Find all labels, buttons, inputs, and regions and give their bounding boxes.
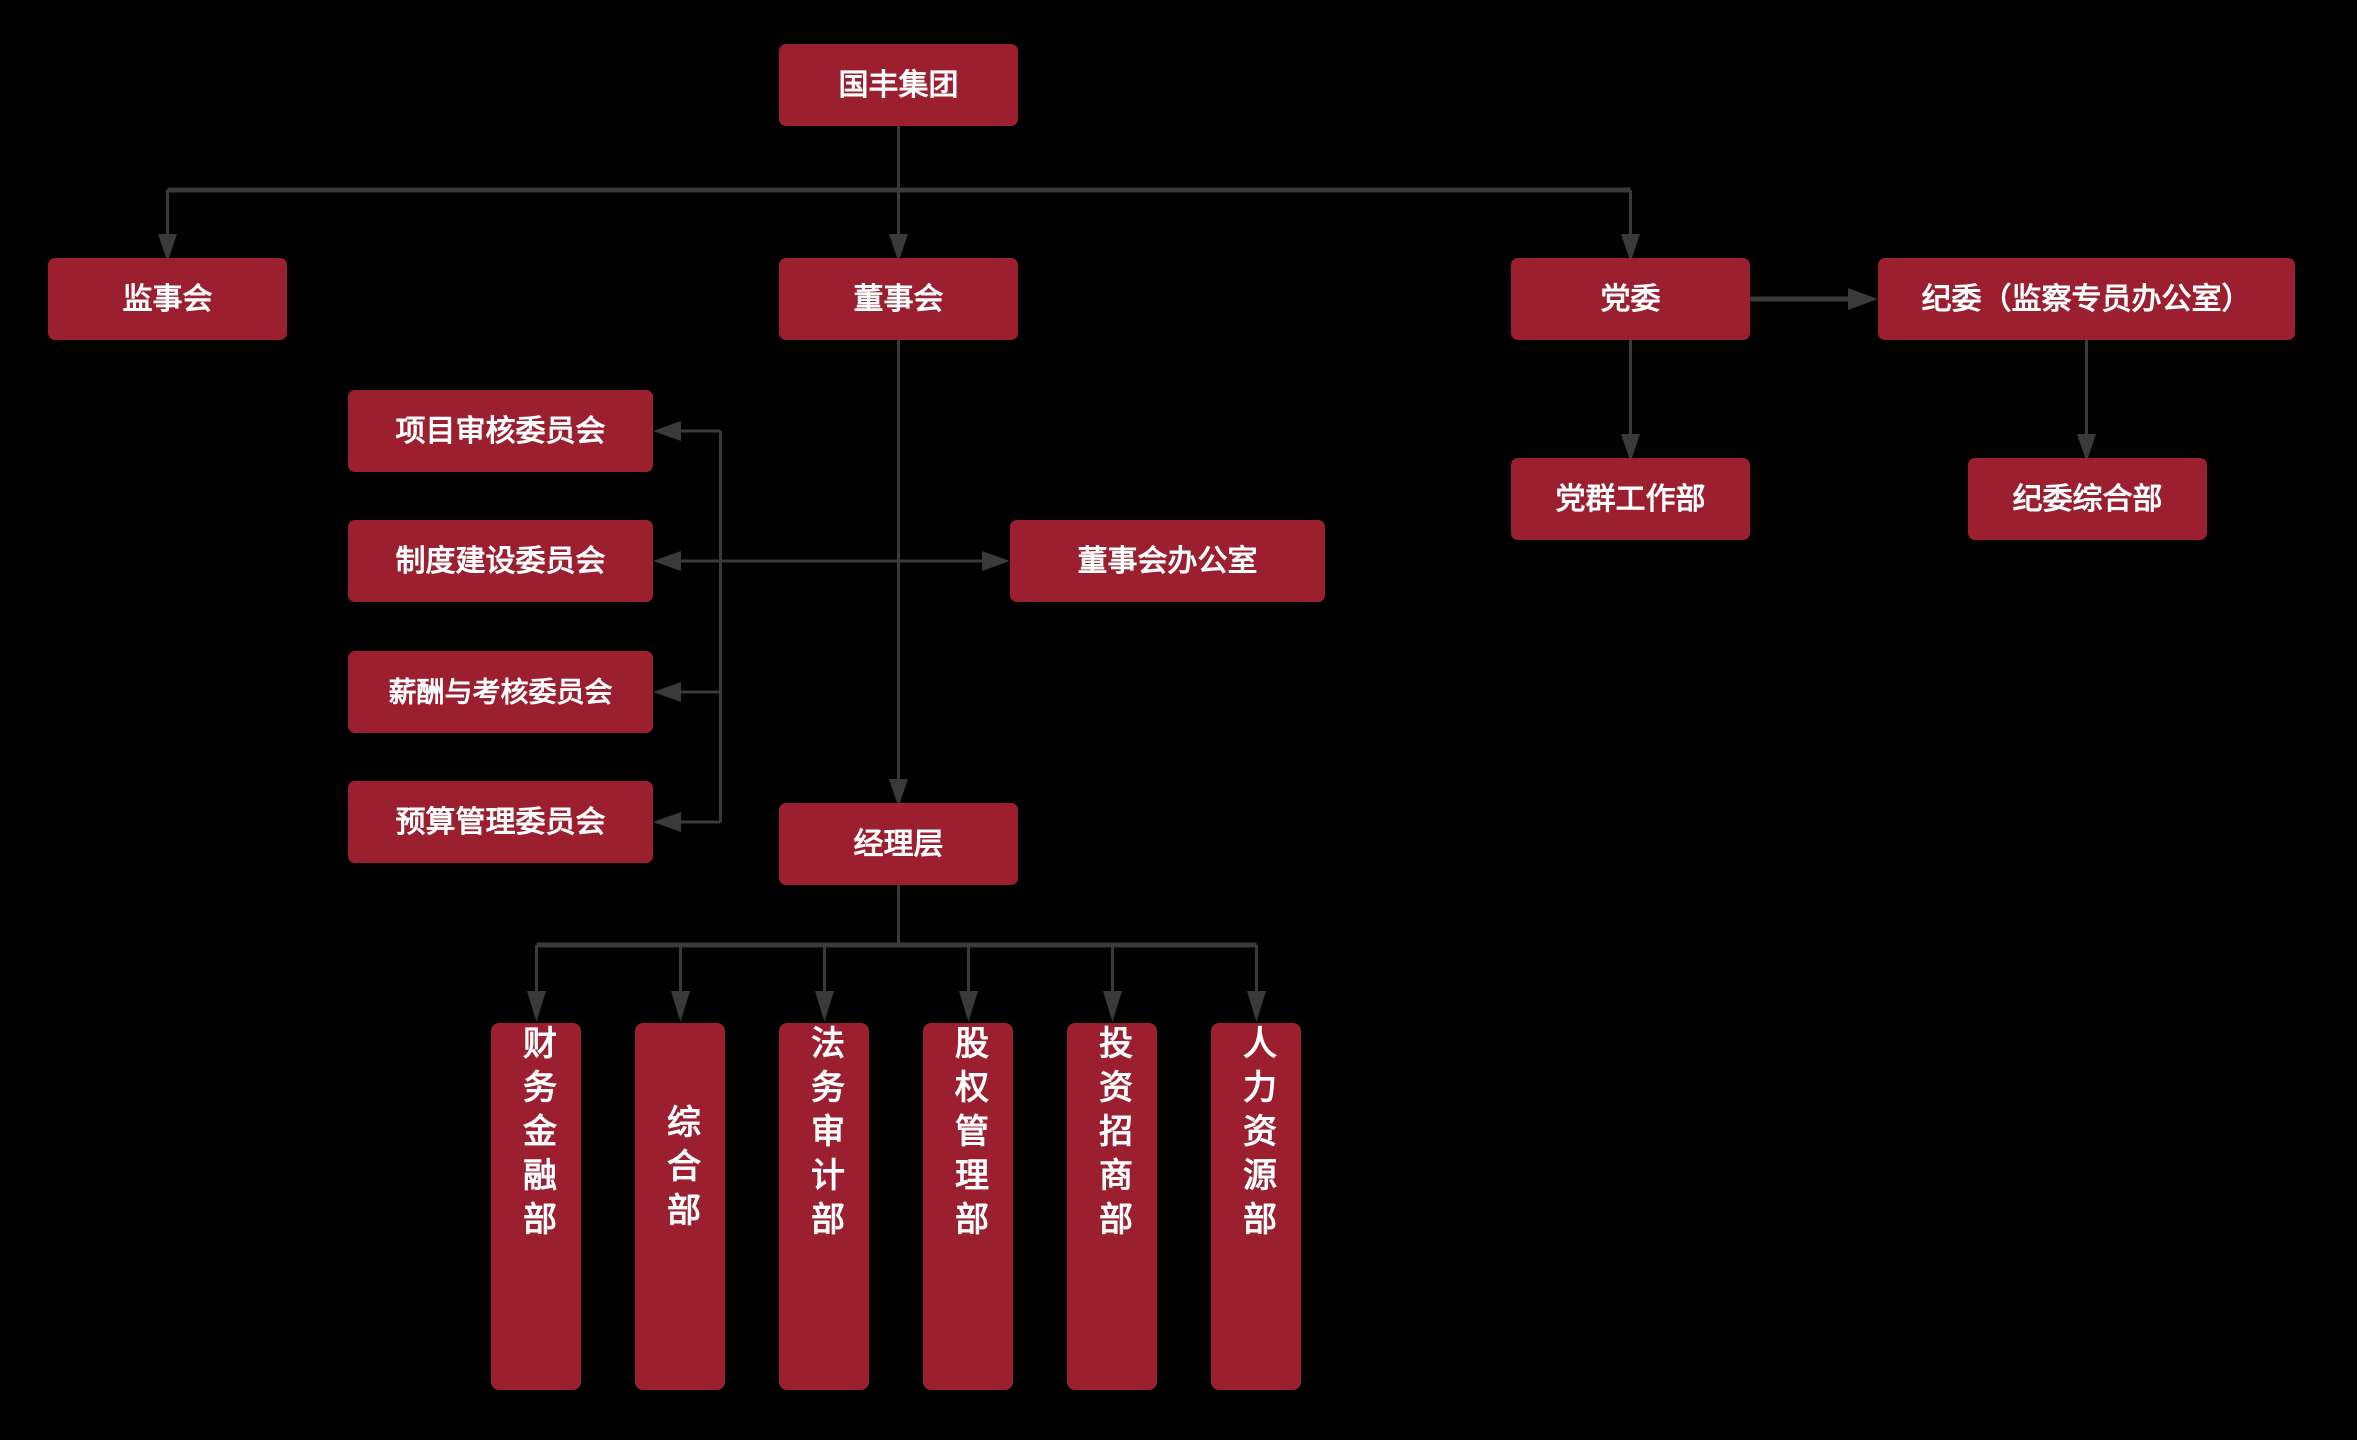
node-legal-audit-dept-label: 法务审计部 bbox=[806, 1025, 845, 1245]
node-legal-audit-dept[interactable]: 法务审计部 bbox=[779, 1023, 869, 1390]
arrow-board-office bbox=[982, 551, 1010, 571]
node-board-office-rect[interactable] bbox=[1010, 520, 1325, 602]
arrow-massdept bbox=[1621, 434, 1640, 462]
node-equity-management-dept-rect[interactable] bbox=[923, 1023, 1013, 1390]
node-project-review-committee[interactable]: 项目审核委员会 bbox=[348, 390, 653, 472]
node-party-mass-work-dept[interactable]: 党群工作部 bbox=[1511, 458, 1750, 540]
node-root-label: 国丰集团 bbox=[839, 69, 959, 102]
arrow-hr bbox=[1247, 991, 1266, 1022]
arrow-investment bbox=[1103, 991, 1122, 1022]
node-investment-dept-label: 投资招商部 bbox=[1094, 1025, 1133, 1245]
node-party-committee-rect[interactable] bbox=[1511, 258, 1750, 340]
node-manager-layer[interactable]: 经理层 bbox=[779, 803, 1018, 885]
node-discipline-general-dept-label: 纪委综合部 bbox=[2013, 482, 2163, 516]
node-discipline-committee-label: 纪委（监察专员办公室） bbox=[1922, 282, 2252, 316]
node-board-of-directors-label: 董事会 bbox=[854, 283, 944, 316]
node-board-office[interactable]: 董事会办公室 bbox=[1010, 520, 1325, 602]
node-board-of-directors[interactable]: 董事会 bbox=[779, 258, 1018, 340]
arrow-project-review bbox=[653, 421, 681, 441]
node-root-rect[interactable] bbox=[779, 44, 1018, 126]
arrow-generaldept bbox=[2077, 434, 2096, 462]
node-compensation-assessment-committee-label: 薪酬与考核委员会 bbox=[388, 676, 612, 707]
node-general-dept-rect[interactable] bbox=[635, 1023, 725, 1390]
node-party-committee-label: 党委 bbox=[1601, 283, 1661, 316]
node-manager-layer-label: 经理层 bbox=[854, 827, 944, 861]
node-finance-dept-rect[interactable] bbox=[491, 1023, 581, 1390]
node-finance-dept-label: 财务金融部 bbox=[518, 1025, 558, 1245]
connector-layer bbox=[158, 126, 2096, 1022]
arrow-manager bbox=[889, 779, 908, 807]
arrow-system-construction bbox=[653, 551, 681, 571]
node-hr-dept-label: 人力资源部 bbox=[1238, 1025, 1277, 1245]
arrow-discipline bbox=[1848, 288, 1878, 310]
node-supervisory-board-label: 监事会 bbox=[123, 283, 213, 316]
node-compensation-assessment-committee[interactable]: 薪酬与考核委员会 bbox=[348, 651, 653, 733]
node-party-mass-work-dept-label: 党群工作部 bbox=[1556, 482, 1706, 516]
node-system-construction-committee-label: 制度建设委员会 bbox=[396, 545, 606, 578]
node-project-review-committee-label: 项目审核委员会 bbox=[396, 414, 606, 448]
node-manager-layer-rect[interactable] bbox=[779, 803, 1018, 885]
node-hr-dept-rect[interactable] bbox=[1211, 1023, 1301, 1390]
arrow-equity bbox=[959, 991, 978, 1022]
node-party-committee[interactable]: 党委 bbox=[1511, 258, 1750, 340]
arrow-board bbox=[889, 234, 908, 262]
node-discipline-committee-rect[interactable] bbox=[1878, 258, 2295, 340]
node-legal-audit-dept-rect[interactable] bbox=[779, 1023, 869, 1390]
node-system-construction-committee[interactable]: 制度建设委员会 bbox=[348, 520, 653, 602]
node-system-construction-committee-rect[interactable] bbox=[348, 520, 653, 602]
node-general-dept-label: 综合部 bbox=[662, 1104, 701, 1236]
node-discipline-general-dept[interactable]: 纪委综合部 bbox=[1968, 458, 2207, 540]
node-budget-management-committee-rect[interactable] bbox=[348, 781, 653, 863]
node-hr-dept[interactable]: 人力资源部 bbox=[1211, 1023, 1301, 1390]
arrow-finance bbox=[527, 991, 546, 1022]
node-board-of-directors-rect[interactable] bbox=[779, 258, 1018, 340]
node-compensation-assessment-committee-rect[interactable] bbox=[348, 651, 653, 733]
arrow-legal bbox=[815, 991, 834, 1022]
arrow-supervisory bbox=[158, 234, 177, 262]
arrow-budget bbox=[653, 812, 681, 832]
node-finance-dept[interactable]: 财务金融部 bbox=[491, 1023, 581, 1390]
node-project-review-committee-rect[interactable] bbox=[348, 390, 653, 472]
node-supervisory-board-rect[interactable] bbox=[48, 258, 287, 340]
node-equity-management-dept-label: 股权管理部 bbox=[950, 1025, 990, 1245]
node-board-office-label: 董事会办公室 bbox=[1078, 544, 1258, 578]
node-layer: 国丰集团 监事会 董事会 党委 纪委（监察专员办公室） 党群工作部 bbox=[48, 44, 2295, 1390]
arrow-party bbox=[1621, 234, 1640, 262]
node-general-dept[interactable]: 综合部 bbox=[635, 1023, 725, 1390]
arrow-compensation bbox=[653, 682, 681, 702]
node-budget-management-committee[interactable]: 预算管理委员会 bbox=[348, 781, 653, 863]
node-discipline-general-dept-rect[interactable] bbox=[1968, 458, 2207, 540]
node-party-mass-work-dept-rect[interactable] bbox=[1511, 458, 1750, 540]
node-budget-management-committee-label: 预算管理委员会 bbox=[396, 805, 606, 839]
node-investment-dept-rect[interactable] bbox=[1067, 1023, 1157, 1390]
node-equity-management-dept[interactable]: 股权管理部 bbox=[923, 1023, 1013, 1390]
node-supervisory-board[interactable]: 监事会 bbox=[48, 258, 287, 340]
node-root[interactable]: 国丰集团 bbox=[779, 44, 1018, 126]
node-discipline-committee[interactable]: 纪委（监察专员办公室） bbox=[1878, 258, 2295, 340]
arrow-general bbox=[671, 991, 690, 1022]
node-investment-dept[interactable]: 投资招商部 bbox=[1067, 1023, 1157, 1390]
